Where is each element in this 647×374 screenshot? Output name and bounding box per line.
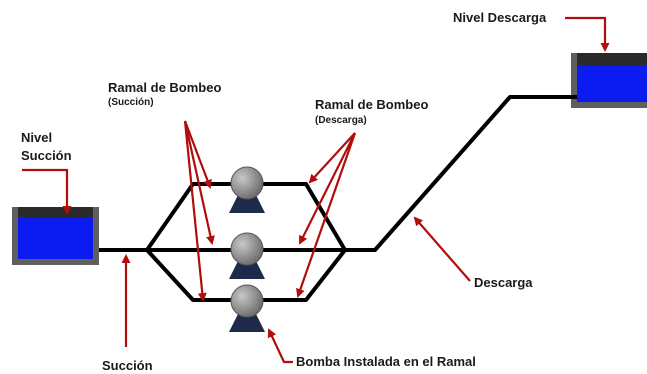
arrow-ramal-succion-top (183, 120, 212, 189)
discharge-tank-air (577, 53, 647, 65)
pump-base (229, 195, 265, 213)
arrow-nivel-succion (22, 168, 72, 215)
suction-tank (12, 207, 99, 265)
arrow-nivel-descarga (565, 16, 610, 52)
pump-base (229, 314, 265, 332)
label-succion: Succión (102, 358, 153, 373)
pump-top (229, 166, 265, 213)
arrow-ramal-succion-middle (183, 120, 215, 245)
label-ramal-descarga-title: Ramal de Bombeo (315, 97, 428, 112)
suction-tank-water (18, 217, 93, 259)
arrow-ramal-descarga-bottom (296, 132, 357, 298)
label-bomba: Bomba Instalada en el Ramal (296, 354, 476, 369)
label-descarga: Descarga (474, 275, 533, 290)
pump-base (229, 261, 265, 279)
label-ramal-descarga-sub: (Descarga) (315, 115, 367, 126)
arrow-ramal-succion-bottom (183, 120, 207, 302)
pump-body (230, 284, 264, 318)
pump-body (230, 166, 264, 200)
pipe-network (99, 95, 577, 302)
pump-body (230, 232, 264, 266)
suction-tank-air (18, 207, 93, 217)
arrow-ramal-descarga-top (308, 132, 356, 184)
callout-arrows (22, 16, 610, 364)
label-nivel-succion-line1: Nivel (21, 130, 52, 145)
label-nivel-succion-line2: Succión (21, 148, 72, 163)
pump-middle (229, 232, 265, 279)
discharge-tank (571, 53, 647, 108)
pump-bottom (229, 284, 265, 332)
arrow-bomba (267, 328, 293, 364)
discharge-tank-water (577, 65, 647, 102)
discharge-pipe (345, 95, 577, 252)
label-ramal-succion-title: Ramal de Bombeo (108, 80, 221, 95)
arrow-ramal-descarga-middle (299, 132, 356, 245)
arrow-descarga (413, 216, 471, 282)
label-ramal-succion-sub: (Succión) (108, 97, 154, 108)
label-nivel-descarga: Nivel Descarga (453, 10, 547, 25)
